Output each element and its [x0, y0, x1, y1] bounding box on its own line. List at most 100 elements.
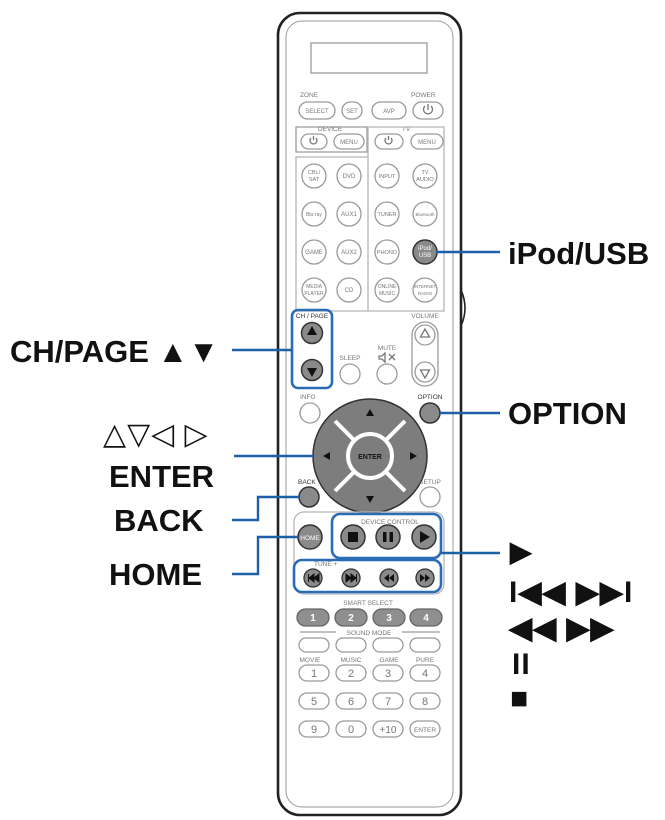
num-6-button[interactable]	[335, 692, 367, 710]
device-menu-button[interactable]	[333, 133, 365, 150]
ch-down-icon	[307, 368, 317, 377]
callout-pause: II	[512, 648, 531, 681]
dvd-button[interactable]	[336, 163, 362, 189]
option-button[interactable]	[419, 402, 441, 424]
zone-select-label: SELECT	[305, 109, 329, 115]
pure-label: PURE	[416, 657, 435, 664]
smart-select-4-button[interactable]	[409, 608, 443, 627]
sound-mode-4-button[interactable]	[409, 637, 441, 653]
setup-button[interactable]	[419, 486, 441, 508]
ipod-usb-button[interactable]	[412, 239, 438, 265]
bluray-button[interactable]	[301, 201, 327, 227]
info-label: INFO	[300, 394, 316, 401]
mute-icon	[378, 351, 396, 364]
info-button[interactable]	[299, 402, 321, 424]
game-button[interactable]	[301, 239, 327, 265]
zone-set-button[interactable]	[341, 101, 363, 120]
cursor-left-icon	[323, 452, 330, 460]
cursor-down-icon	[366, 496, 374, 503]
cd-button[interactable]	[336, 277, 362, 303]
number-row-9-enter: 9 0 +10 ENTER	[298, 720, 441, 738]
bluetooth-button[interactable]	[412, 201, 438, 227]
aux2-button[interactable]	[336, 239, 362, 265]
num-7-label: 7	[385, 696, 391, 708]
back-button[interactable]	[298, 486, 320, 508]
callout-back: BACK	[114, 503, 204, 538]
callout-home: HOME	[109, 557, 202, 592]
cursor-right-icon	[410, 452, 417, 460]
input-button[interactable]	[374, 163, 400, 189]
volume-down-button[interactable]	[414, 361, 436, 383]
ipod-usb-label-2: USB	[419, 253, 431, 259]
online-music-label-1: ONLINE	[378, 284, 397, 290]
search-forward-icon	[420, 574, 430, 582]
pause-button[interactable]	[375, 524, 401, 550]
cbl-sat-button[interactable]	[301, 163, 327, 189]
bluetooth-label: Bluetooth	[415, 212, 435, 217]
sound-mode-3-button[interactable]	[372, 637, 404, 653]
pause-icon-right	[389, 532, 393, 542]
smart-select-4-label: 4	[423, 613, 429, 624]
sound-mode-1-button[interactable]	[298, 637, 330, 653]
num-9-button[interactable]	[298, 720, 330, 738]
tv-power-button[interactable]	[374, 133, 404, 150]
num-enter-button[interactable]	[409, 720, 441, 738]
online-music-label-2: MUSIC	[379, 291, 396, 297]
search-back-icon	[384, 574, 394, 582]
num-3-button[interactable]	[372, 664, 404, 682]
tuner-button[interactable]	[374, 201, 400, 227]
movie-label: MOVIE	[300, 657, 322, 664]
aux1-button[interactable]	[336, 201, 362, 227]
playback-highlight-top	[330, 512, 443, 560]
avp-button[interactable]	[371, 101, 407, 120]
smart-select-2-label: 2	[348, 613, 354, 624]
skip-forward-icon	[345, 572, 357, 584]
online-music-button[interactable]	[374, 277, 400, 303]
num-2-button[interactable]	[335, 664, 367, 682]
tune-label: TUNE +	[314, 561, 338, 568]
tv-menu-button[interactable]	[410, 133, 444, 150]
aux1-label: AUX1	[341, 212, 357, 218]
media-player-label-2: PLAYER	[304, 291, 324, 297]
callout-play: ▶	[510, 536, 533, 567]
num-8-button[interactable]	[409, 692, 441, 710]
volume-up-button[interactable]	[414, 324, 436, 346]
sleep-button[interactable]	[339, 363, 361, 385]
tv-menu-label: MENU	[418, 140, 436, 146]
power-button[interactable]	[412, 101, 444, 120]
num-7-button[interactable]	[372, 692, 404, 710]
play-icon	[420, 531, 430, 543]
num-plus10-button[interactable]	[372, 720, 404, 738]
mute-button[interactable]	[376, 363, 398, 385]
smart-select-1-button[interactable]	[296, 608, 330, 627]
media-player-label-1: MEDIA	[306, 284, 323, 290]
internet-radio-button[interactable]	[412, 277, 438, 303]
num-plus10-label: +10	[380, 725, 397, 736]
volume-rocker	[411, 321, 439, 387]
zone-select-button[interactable]	[298, 101, 336, 120]
smart-select-3-button[interactable]	[372, 608, 406, 627]
phono-button[interactable]	[374, 239, 400, 265]
sound-number-row: 1 2 3 4	[298, 664, 441, 682]
num-4-button[interactable]	[409, 664, 441, 682]
home-label: HOME	[300, 535, 320, 542]
pause-icon-left	[383, 532, 387, 542]
num-1-button[interactable]	[298, 664, 330, 682]
device-power-button[interactable]	[300, 133, 328, 150]
tv-audio-button[interactable]	[412, 163, 438, 189]
smart-select-row: 1 2 3 4	[296, 608, 443, 627]
ipod-usb-label-1: iPod/	[418, 246, 432, 252]
power-icon	[422, 104, 434, 115]
source-row-4: MEDIA PLAYER CD ONLINE MUSIC INTERNET RA…	[301, 277, 438, 303]
power-label: POWER	[411, 92, 436, 99]
cbl-sat-label-1: CBL/	[308, 170, 321, 176]
display-window	[310, 42, 428, 74]
media-player-button[interactable]	[301, 277, 327, 303]
callout-ipod-usb: iPod/USB	[508, 236, 650, 271]
num-0-button[interactable]	[335, 720, 367, 738]
smart-select-2-button[interactable]	[334, 608, 368, 627]
num-5-button[interactable]	[298, 692, 330, 710]
remote-side-key	[460, 289, 466, 327]
enter-button[interactable]	[346, 432, 394, 480]
sound-mode-2-button[interactable]	[335, 637, 367, 653]
